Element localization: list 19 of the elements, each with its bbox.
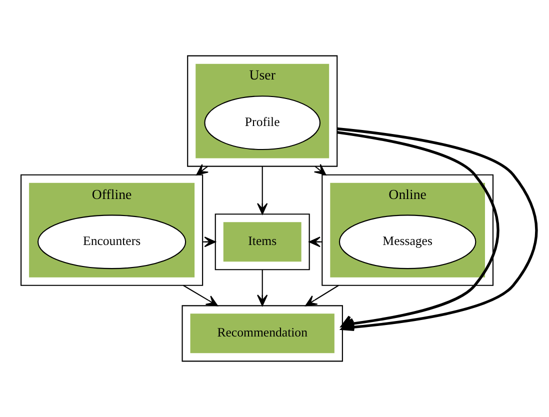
cluster: [187, 55, 338, 167]
arrow: [202, 236, 216, 248]
node-box: Recommendation: [190, 314, 334, 354]
cluster: [214, 214, 310, 270]
arrow: [257, 270, 268, 306]
cluster: [182, 305, 343, 362]
node-ellipse: Messages: [338, 214, 476, 270]
arrow: [257, 166, 268, 215]
node-ellipse: Encounters: [38, 214, 186, 270]
arrow: [305, 284, 339, 306]
node-ellipse: Profile: [204, 96, 321, 150]
node-box: Items: [223, 222, 302, 262]
arrow: [314, 164, 326, 176]
arrow: [336, 127, 538, 332]
arrow: [182, 284, 218, 306]
arrow: [196, 164, 209, 176]
cluster: [322, 174, 494, 286]
cluster: [20, 174, 204, 286]
arrow: [308, 236, 322, 248]
